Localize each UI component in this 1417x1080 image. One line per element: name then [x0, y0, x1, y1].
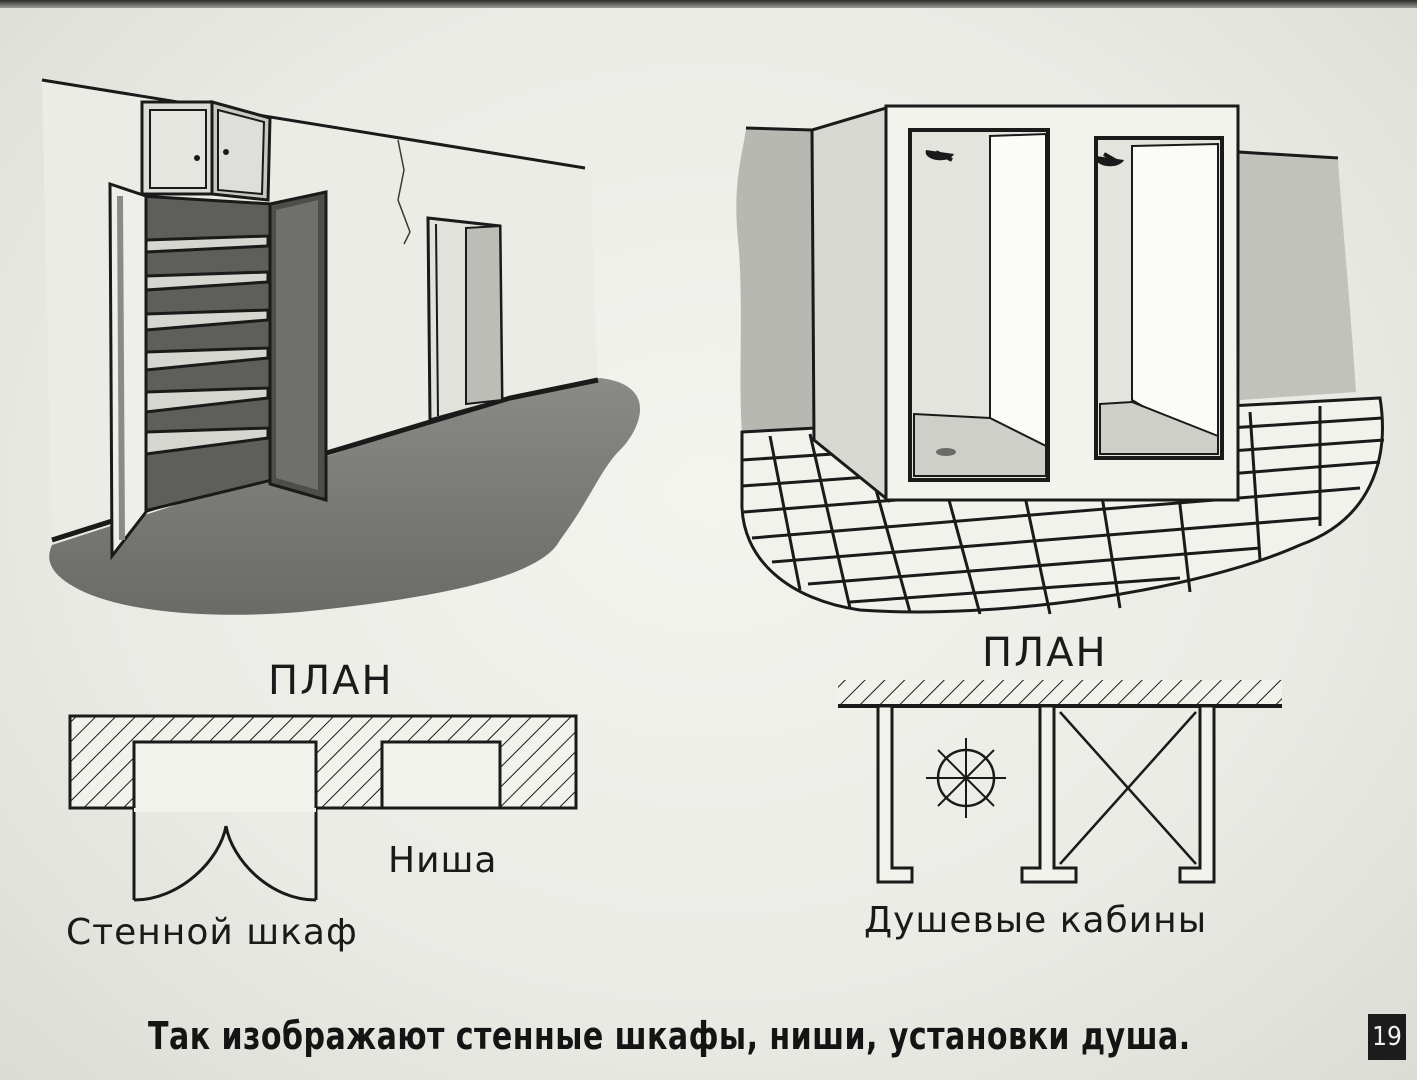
slide-caption: Так изображают стенные шкафы, ниши, уста…	[148, 1014, 1191, 1058]
film-frame-edge	[0, 0, 1417, 8]
niche-caption: Ниша	[388, 840, 498, 881]
closet-perspective-illustration	[41, 78, 640, 615]
closet-caption: Стенной шкаф	[66, 912, 358, 953]
shower-caption: Душевые кабины	[864, 900, 1208, 941]
shower-perspective-illustration	[736, 104, 1385, 615]
shower-plan-title: ПЛАН	[982, 630, 1108, 676]
frame-number: 19	[1368, 1014, 1406, 1060]
closet-floor-plan	[68, 714, 578, 902]
closet-plan-title: ПЛАН	[268, 658, 394, 704]
shower-floor-plan	[838, 680, 1282, 884]
